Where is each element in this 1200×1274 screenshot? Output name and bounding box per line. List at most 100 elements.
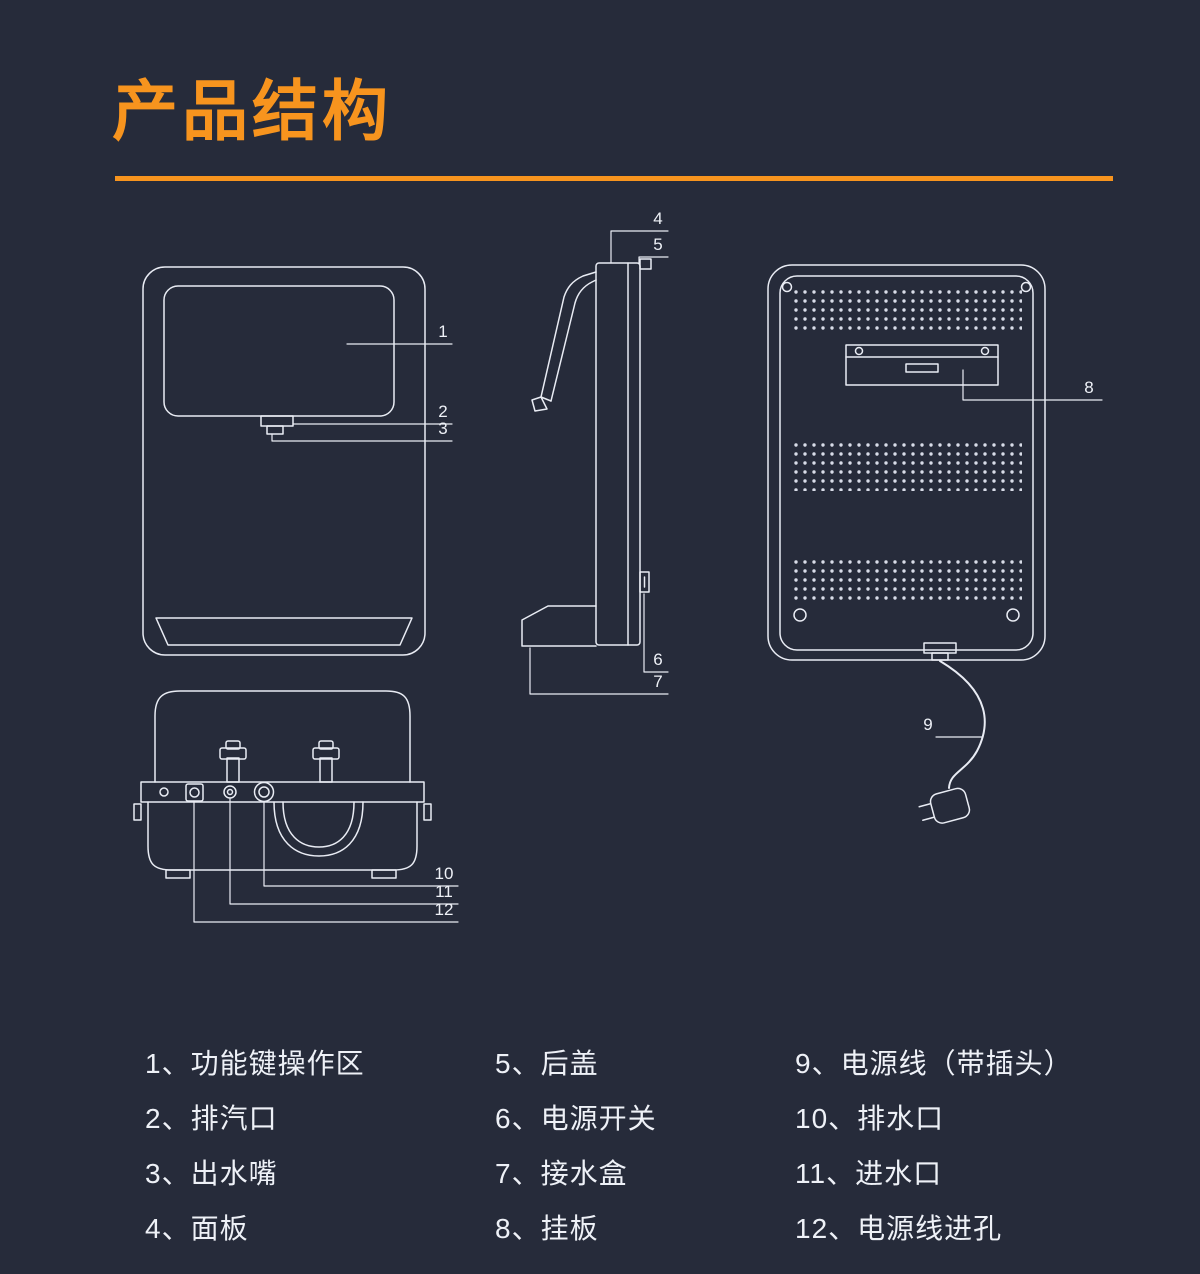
- legend-column-1: 1、功能键操作区 2、排汽口 3、出水嘴 4、面板: [145, 1036, 495, 1256]
- indicator-hole: [159, 787, 169, 797]
- bottom-ledge: [140, 781, 425, 803]
- power-switch: [639, 571, 650, 593]
- callout-line-11: [229, 798, 459, 905]
- callout-line-3: [271, 433, 453, 442]
- callout-line-12: [193, 800, 459, 923]
- bottom-body-top: [154, 690, 411, 783]
- callout-line-10: [263, 801, 459, 887]
- callout-5: 5: [638, 235, 669, 264]
- callout-number-11: 11: [435, 882, 453, 901]
- callout-line-4: [610, 230, 669, 264]
- callout-line-7: [529, 647, 669, 695]
- title-underline: [115, 176, 1113, 181]
- screw-hole: [793, 608, 807, 622]
- handle-recess-outer: [273, 801, 364, 857]
- callout-line-5: [638, 256, 669, 264]
- legend: 1、功能键操作区 2、排汽口 3、出水嘴 4、面板 5、后盖 6、电源开关 7、…: [145, 1036, 1073, 1256]
- hanging-hook: [639, 258, 652, 270]
- callout-line-6: [643, 593, 669, 673]
- side-tab-left: [133, 803, 142, 821]
- legend-item-6: 6、电源开关: [495, 1103, 657, 1134]
- valve-cap: [312, 747, 340, 760]
- callout-number-2: 2: [438, 402, 447, 421]
- callout-3: 3: [271, 419, 453, 442]
- callout-number-7: 7: [653, 672, 662, 691]
- plug-body: [929, 787, 971, 824]
- drain-port: [253, 781, 275, 803]
- callout-11: 11: [229, 798, 459, 905]
- valve-top: [318, 740, 334, 750]
- foot-right: [371, 869, 397, 879]
- valve-cap: [219, 747, 247, 760]
- callout-4: 4: [610, 209, 669, 264]
- front-panel-cap: [540, 396, 552, 402]
- legend-item-8: 8、挂板: [495, 1213, 599, 1244]
- callout-number-10: 10: [435, 864, 454, 883]
- foot-left: [165, 869, 191, 879]
- callout-line-8: [962, 369, 1103, 401]
- legend-item-11: 11、进水口: [795, 1158, 943, 1189]
- front-panel-outer-edge: [540, 271, 597, 398]
- legend-item-4: 4、面板: [145, 1213, 249, 1244]
- cord-grommet: [931, 652, 949, 661]
- drain-port-center: [258, 786, 270, 798]
- legend-item-3: 3、出水嘴: [145, 1158, 278, 1189]
- power-cord: [939, 660, 986, 789]
- control-panel-area: [163, 285, 395, 417]
- callouts: 1 2 3 4 5 6 7: [193, 209, 1103, 923]
- wall-bracket-plate: [845, 344, 999, 386]
- bottom-view: [133, 690, 432, 879]
- side-water-tray: [521, 605, 597, 647]
- plug-pins: [918, 802, 936, 822]
- power-plug: [918, 787, 971, 824]
- callout-7: 7: [529, 647, 669, 695]
- legend-item-7: 7、接水盒: [495, 1158, 628, 1189]
- front-view: [142, 266, 426, 656]
- bracket-screw: [854, 346, 864, 356]
- callout-number-8: 8: [1084, 378, 1093, 397]
- legend-item-12: 12、电源线进孔: [795, 1213, 1003, 1244]
- callout-12: 12: [193, 800, 459, 923]
- water-spout: [266, 425, 284, 435]
- power-cord-inlet-hole: [189, 787, 200, 798]
- valve-top: [225, 740, 241, 750]
- callout-6: 6: [643, 593, 669, 673]
- power-cord-inlet: [185, 783, 204, 802]
- valve-knob-right: [312, 740, 340, 783]
- callout-number-9: 9: [923, 715, 932, 734]
- callout-2: 2: [292, 402, 453, 425]
- legend-item-2: 2、排汽口: [145, 1103, 278, 1134]
- legend-column-2: 5、后盖 6、电源开关 7、接水盒 8、挂板: [495, 1036, 795, 1256]
- water-inlet-port: [223, 785, 237, 799]
- side-spout: [531, 396, 548, 412]
- front-tray-recess: [155, 617, 413, 646]
- legend-item-1: 1、功能键操作区: [145, 1048, 365, 1079]
- side-body: [595, 262, 641, 646]
- page-title: 产品结构: [112, 74, 392, 148]
- front-panel-inner-edge: [550, 279, 597, 402]
- callout-8: 8: [962, 369, 1103, 401]
- callout-number-12: 12: [435, 900, 454, 919]
- side-view: [521, 258, 652, 647]
- legend-item-9: 9、电源线（带插头）: [795, 1048, 1073, 1079]
- water-inlet-port-center: [226, 788, 234, 796]
- cord-outlet: [923, 642, 957, 654]
- screw-hole: [1020, 281, 1032, 293]
- callout-10: 10: [263, 801, 459, 887]
- callout-1: 1: [346, 322, 453, 345]
- callout-number-1: 1: [438, 322, 447, 341]
- legend-item-10: 10、排水口: [795, 1103, 945, 1134]
- callout-9: 9: [923, 715, 984, 738]
- screw-hole: [1006, 608, 1020, 622]
- callout-number-3: 3: [438, 419, 447, 438]
- bracket-screw: [980, 346, 990, 356]
- wall-bracket: [845, 344, 999, 386]
- handle-recess-inner: [282, 801, 355, 848]
- callout-number-4: 4: [653, 209, 662, 228]
- valve-stem: [226, 757, 240, 783]
- back-cover-outline: [767, 264, 1046, 661]
- front-body: [142, 266, 426, 656]
- legend-item-5: 5、后盖: [495, 1048, 599, 1079]
- callout-number-6: 6: [653, 650, 662, 669]
- vent-perforation-middle: [794, 441, 1022, 491]
